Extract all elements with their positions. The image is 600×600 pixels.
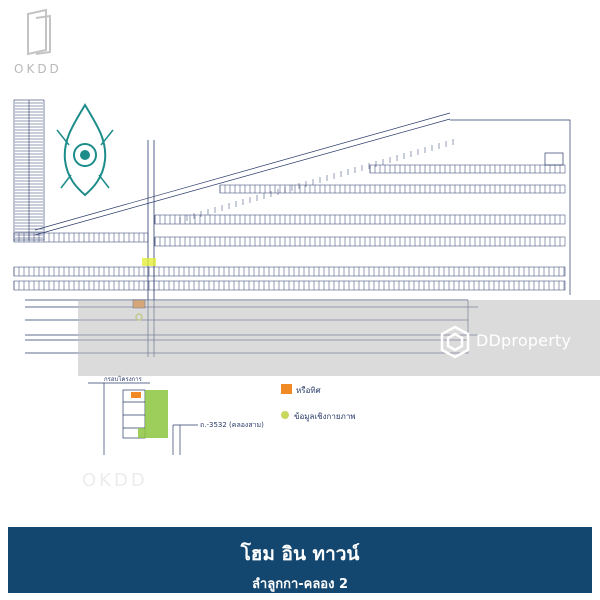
okdd-logo-icon — [27, 8, 51, 56]
legend-label-orange: หรือทิศ — [296, 386, 321, 395]
project-title: โฮม อิน ทาวน์ — [240, 543, 360, 565]
footer-banner: โฮม อิน ทาวน์ ลำลูกกา-คลอง 2 — [8, 527, 592, 593]
diagonal-road — [34, 112, 451, 236]
road-label: ถ.-3532 (คลองสาม) — [200, 421, 264, 429]
okdd-bottom-watermark: OKDD — [82, 470, 148, 491]
okdd-logo-text: OKDD — [14, 62, 62, 76]
ddproperty-logo-icon — [440, 325, 470, 359]
lot-rows — [13, 139, 566, 291]
ddproperty-watermark: DDproperty — [476, 331, 572, 350]
inset-plan — [88, 382, 198, 455]
legend-swatch-orange — [281, 384, 292, 394]
site-plan-map: หรือทิศ ข้อมูลเชิงกายภาพ ถ.-3532 (คลองสา… — [13, 99, 571, 455]
legend-label-lime: ข้อมูลเชิงกายภาพ — [294, 412, 356, 422]
project-subtitle: ลำลูกกา-คลอง 2 — [251, 577, 349, 592]
legend-swatch-lime — [281, 411, 289, 419]
watermark-band — [78, 300, 600, 376]
lot-label: กรอบโครงการ — [104, 375, 143, 383]
seal-emblem-icon — [56, 103, 114, 197]
